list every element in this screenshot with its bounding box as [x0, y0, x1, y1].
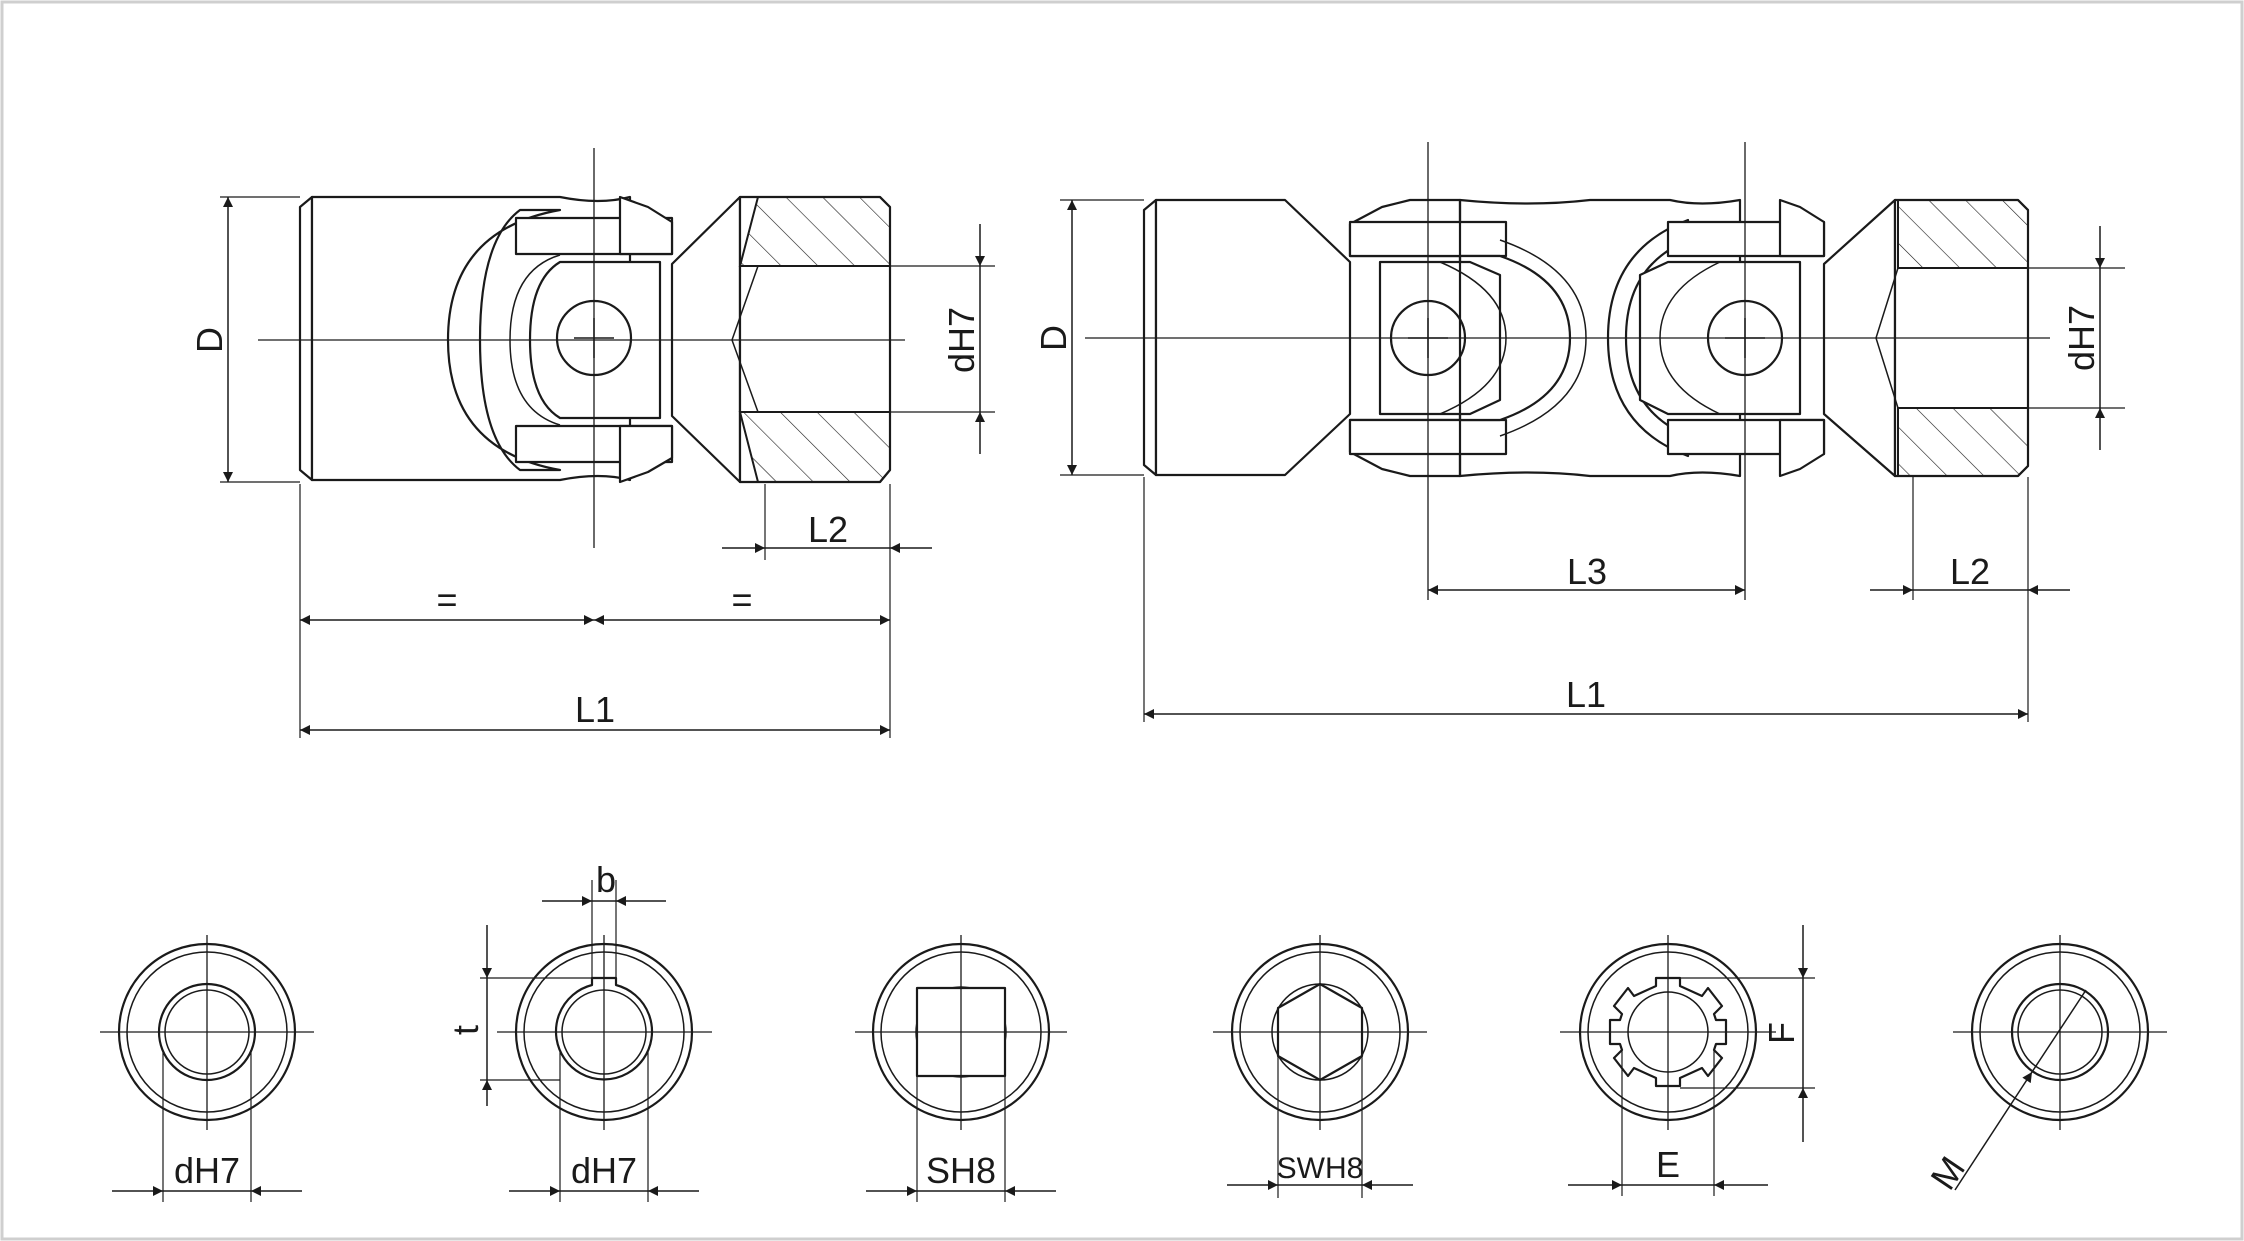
single-l1-label: L1: [575, 689, 615, 730]
double-hatch-top: [1897, 199, 2029, 269]
single-hatch-bottom: [738, 411, 891, 483]
single-eq-left-label: =: [436, 579, 457, 620]
keyway-dh7-label: dH7: [571, 1150, 637, 1191]
double-joint2-fork-bottom: [1778, 418, 1826, 478]
single-left-yoke: [446, 208, 562, 472]
double-l3-label: L3: [1567, 551, 1607, 592]
double-hatch-bottom: [1897, 407, 2029, 477]
double-d-label: D: [1033, 325, 1074, 351]
end-view-threaded-bore: M: [1922, 935, 2167, 1197]
end-view-round-bore: dH7: [100, 935, 314, 1202]
end-view-keyway-bore: b t dH7: [445, 859, 712, 1202]
double-dh7-label: dH7: [2061, 305, 2102, 371]
spline-e-label: E: [1656, 1144, 1680, 1185]
single-d-label: D: [189, 327, 230, 353]
end-view-hex-bore: SWH8: [1213, 935, 1427, 1198]
double-l2-label: L2: [1950, 551, 1990, 592]
keyway-b-label: b: [596, 859, 616, 900]
single-universal-joint-view: D dH7 L2 = = L1: [189, 148, 995, 738]
threaded-m-leader: [1954, 1071, 2033, 1191]
end-view-square-bore: SH8: [855, 935, 1067, 1202]
single-fork-bottom: [618, 424, 674, 484]
threaded-m-label: M: [1922, 1149, 1973, 1197]
spline-f-label: F: [1761, 1022, 1802, 1044]
double-joint2-fork-top: [1778, 198, 1826, 258]
double-universal-joint-view: D dH7 L3 L2 L1: [1033, 142, 2125, 722]
square-sh8-label: SH8: [926, 1150, 996, 1191]
double-middle-body: [1458, 198, 1742, 478]
single-hatch-top: [738, 196, 891, 267]
keyway-t-label: t: [445, 1025, 486, 1035]
double-l1-label: L1: [1566, 674, 1606, 715]
single-left-hub: [298, 195, 314, 482]
threaded-m-leader-ext: [2031, 989, 2087, 1073]
hex-swh8-label: SWH8: [1277, 1152, 1364, 1185]
double-joint2-yoke-outer-arc: [1606, 218, 1690, 458]
single-l2-label: L2: [808, 509, 848, 550]
end-view-spline-bore: F E: [1560, 925, 1815, 1196]
round-dh7-label: dH7: [174, 1150, 240, 1191]
single-dh7-label: dH7: [941, 307, 982, 373]
single-eq-right-label: =: [731, 579, 752, 620]
single-fork-top: [618, 195, 674, 256]
